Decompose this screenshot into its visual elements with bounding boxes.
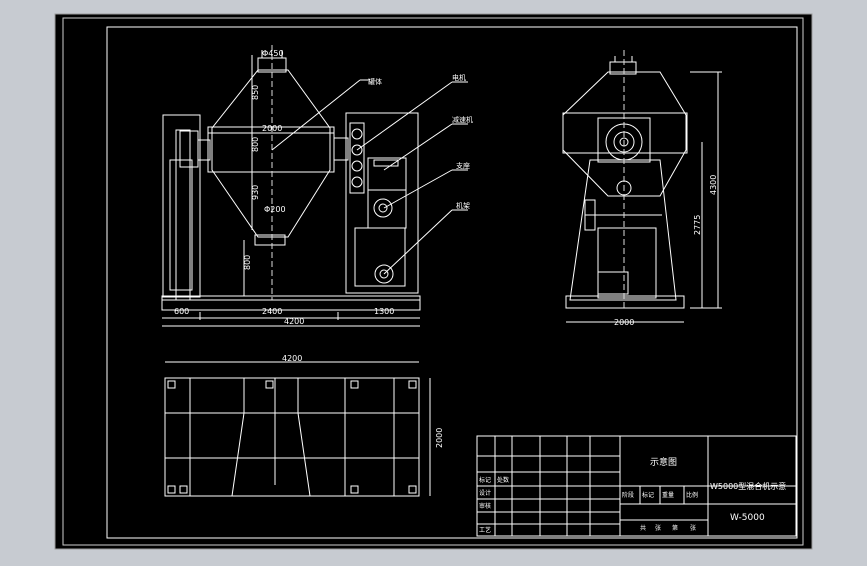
tb-label-8: 比例 <box>686 491 698 499</box>
dim-base-total: 4200 <box>284 317 304 326</box>
title-block-code: W-5000 <box>730 513 765 523</box>
tb-label-4: 工艺 <box>479 526 491 534</box>
callout-2: 电机 <box>452 73 466 82</box>
dim-discharge-height: 800 <box>243 255 252 270</box>
outer-frame <box>62 17 804 546</box>
callout-4: 支座 <box>456 161 470 170</box>
dim-total-height: 4300 <box>709 175 718 195</box>
title-block-name: 示意图 <box>650 456 677 468</box>
dim-plan-length: 4200 <box>282 354 302 363</box>
callout-1: 罐体 <box>368 77 382 86</box>
dim-axis-height: 2775 <box>693 215 702 235</box>
tb-label-12: 张 <box>690 524 696 532</box>
dim-outlet: Φ200 <box>264 205 286 214</box>
title-block-model-title: W5000型混合机示意 <box>710 481 786 491</box>
tb-label-11: 第 <box>672 524 678 532</box>
dim-inlet: Φ450 <box>262 49 284 58</box>
dim-drum-height: 800 <box>251 137 260 152</box>
tb-label-10: 张 <box>655 524 661 532</box>
dim-cone-top: 850 <box>251 85 260 100</box>
inner-frame <box>106 26 798 539</box>
dim-base-mid: 2400 <box>262 307 282 316</box>
tb-label-9: 共 <box>640 524 646 532</box>
dim-cone-bottom: 930 <box>251 185 260 200</box>
dim-drum-dia: 2000 <box>262 124 282 133</box>
dim-base-left: 600 <box>174 307 189 316</box>
dim-end-base: 2000 <box>614 318 634 327</box>
end-view <box>562 50 722 323</box>
paper <box>54 13 813 550</box>
tb-label-5: 阶段 <box>622 491 634 499</box>
dim-plan-width: 2000 <box>435 428 444 448</box>
side-view <box>161 45 468 327</box>
tb-label-6: 标记 <box>642 491 654 499</box>
title-block <box>476 435 797 537</box>
plan-view <box>164 361 431 497</box>
tb-label-3: 审核 <box>479 502 491 510</box>
tb-label-2: 设计 <box>479 489 491 497</box>
callout-5: 机架 <box>456 201 470 210</box>
tb-label-7: 重量 <box>662 491 674 499</box>
tb-label-0: 标记 <box>479 476 491 484</box>
dim-base-right: 1300 <box>374 307 394 316</box>
callout-3: 减速机 <box>452 115 473 124</box>
tb-label-1: 处数 <box>497 476 509 484</box>
